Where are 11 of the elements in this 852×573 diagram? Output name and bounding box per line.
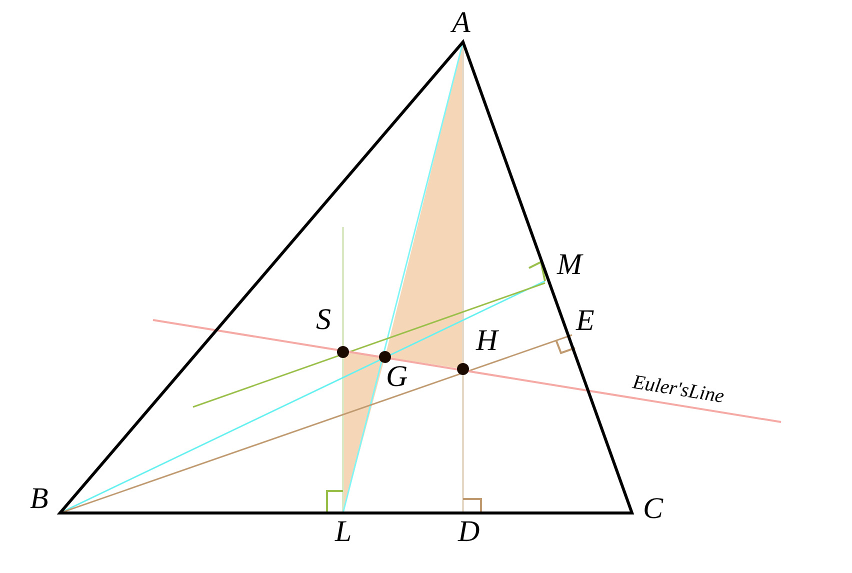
point-label: D xyxy=(458,517,480,547)
point-label: M xyxy=(557,250,582,280)
line-label: Euler'sLine xyxy=(631,372,726,407)
point-label: A xyxy=(452,8,470,38)
point-label: C xyxy=(643,494,664,524)
point-label: G xyxy=(386,362,408,392)
point-label: L xyxy=(335,517,352,547)
point-label: E xyxy=(576,306,594,336)
point-label: S xyxy=(316,305,331,335)
point-label: H xyxy=(476,326,498,356)
point-label: B xyxy=(30,484,48,514)
